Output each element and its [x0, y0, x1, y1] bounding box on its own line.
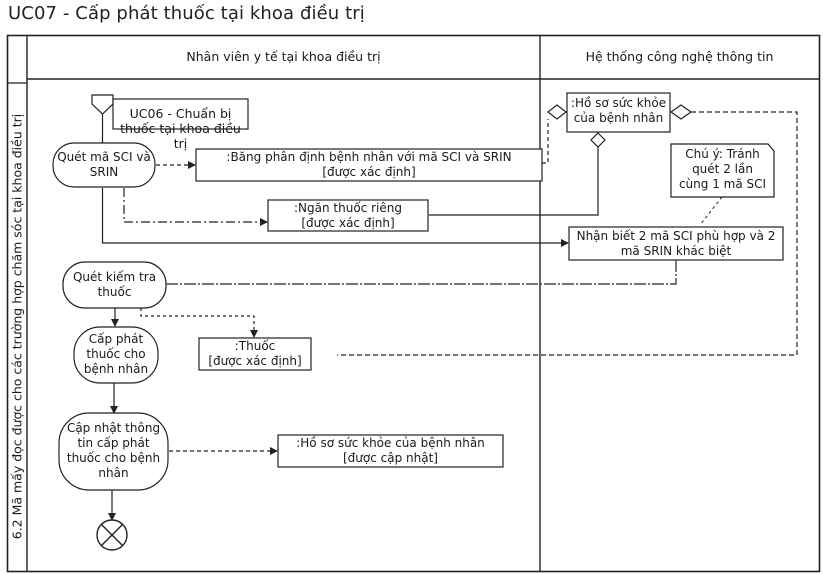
note-label: Chú ý: Tránh quét 2 lần cùng 1 mã SCI [671, 147, 774, 192]
action-recognize-label: Nhận biết 2 mã SCI phù hợp và 2 mã SRIN … [569, 229, 783, 259]
label-line: thuốc cho [86, 347, 146, 361]
partition-label: 6.2 Mã mấy đọc được cho các trường hợp c… [9, 113, 25, 540]
label-line: Quét mã SCI và [57, 150, 151, 164]
call-behavior-box [112, 98, 249, 130]
action-recognize [568, 226, 784, 261]
action-dispense-drug-label: Cấp phát thuốc cho bệnh nhân [74, 332, 158, 377]
link-drawer-health-record [429, 147, 599, 216]
action-scan-sci-srin-label: Quét mã SCI và SRIN [53, 150, 155, 180]
aggregation-diamond-bottom [590, 132, 606, 148]
object-health-record [566, 92, 671, 133]
flow-final-node [96, 519, 128, 551]
action-update-info-label: Cập nhật thông tin cấp phát thuốc cho bệ… [59, 421, 168, 481]
link-health-record-drug [337, 111, 798, 356]
label-line: nhân [98, 466, 129, 480]
object-state: [được cập nhật] [343, 451, 438, 465]
action-update-info [58, 412, 169, 491]
link-wristband-health-record [542, 119, 549, 164]
object-name: :Hồ sơ sức khỏe của bệnh nhân [296, 436, 485, 450]
object-state: [được xác định] [301, 216, 395, 230]
label-line: thuốc [97, 285, 132, 299]
object-health-record-label: :Hồ sơ sức khỏe của bệnh nhân [567, 96, 670, 126]
object-name: :Thuốc [234, 339, 276, 353]
flow-scan-to-drawer [123, 188, 268, 226]
lane-header-medical-staff: Nhân viên y tế tại khoa điều trị [186, 49, 381, 64]
object-drug-label: :Thuốc [được xác định] [199, 339, 311, 369]
object-state: [được xác định] [208, 354, 302, 368]
aggregation-diamond-left [547, 104, 567, 120]
diagram-frame [6, 34, 821, 573]
object-name: :Ngăn thuốc riêng [294, 201, 402, 215]
label-line: Cập nhật thông [66, 421, 161, 435]
label-line: bệnh nhân [83, 362, 149, 376]
object-health-record-updated [277, 434, 504, 468]
label-line: Cấp phát [88, 332, 144, 346]
object-wristband-label: :Băng phân định bệnh nhân với mã SCI và … [196, 150, 542, 180]
note-box [670, 143, 775, 198]
action-dispense-drug [73, 326, 159, 384]
call-behavior-label: UC06 - Chuẩn bị thuốc tại khoa điều trị [120, 106, 241, 151]
label-line: Quét kiếm tra [72, 270, 157, 284]
diagram-title: UC07 - Cấp phát thuốc tại khoa điều trị [8, 3, 365, 24]
label-line: mã SRIN khác biệt [620, 244, 732, 258]
note-anchor [699, 196, 723, 226]
object-drawer [267, 199, 429, 232]
object-health-record-updated-label: :Hồ sơ sức khỏe của bệnh nhân [được cập … [278, 436, 503, 466]
object-name: :Băng phân định bệnh nhân với mã SCI và … [226, 150, 512, 164]
aggregation-diamond-right [669, 104, 693, 120]
label-line: Nhận biết 2 mã SCI phù hợp và 2 [576, 229, 776, 243]
call-behavior-input-pin [91, 94, 114, 115]
label-line: của bệnh nhân [573, 111, 664, 125]
action-scan-sci-srin [52, 142, 156, 188]
flow-scan-to-recognize [101, 188, 569, 247]
label-line: SRIN [89, 165, 119, 179]
object-state: [được xác định] [322, 165, 416, 179]
partition-band: 6.2 Mã mấy đọc được cho các trường hợp c… [8, 84, 26, 570]
action-scan-check-drug-label: Quét kiếm tra thuốc [63, 270, 166, 300]
label-line: cùng 1 mã SCI [678, 177, 767, 191]
object-drawer-label: :Ngăn thuốc riêng [được xác định] [268, 201, 428, 231]
label-line: tin cấp phát [77, 436, 150, 450]
flow-recognize-to-scan-check [155, 260, 677, 288]
label-line: quét 2 lần [692, 162, 753, 176]
object-wristband [195, 148, 543, 182]
label-line: thuốc cho bệnh [66, 451, 161, 465]
label-line: Chú ý: Tránh [685, 147, 760, 161]
lane-header-it-system: Hệ thống công nghệ thông tin [585, 49, 774, 64]
label-line: :Hồ sơ sức khỏe [570, 96, 667, 110]
object-drug [198, 337, 312, 371]
